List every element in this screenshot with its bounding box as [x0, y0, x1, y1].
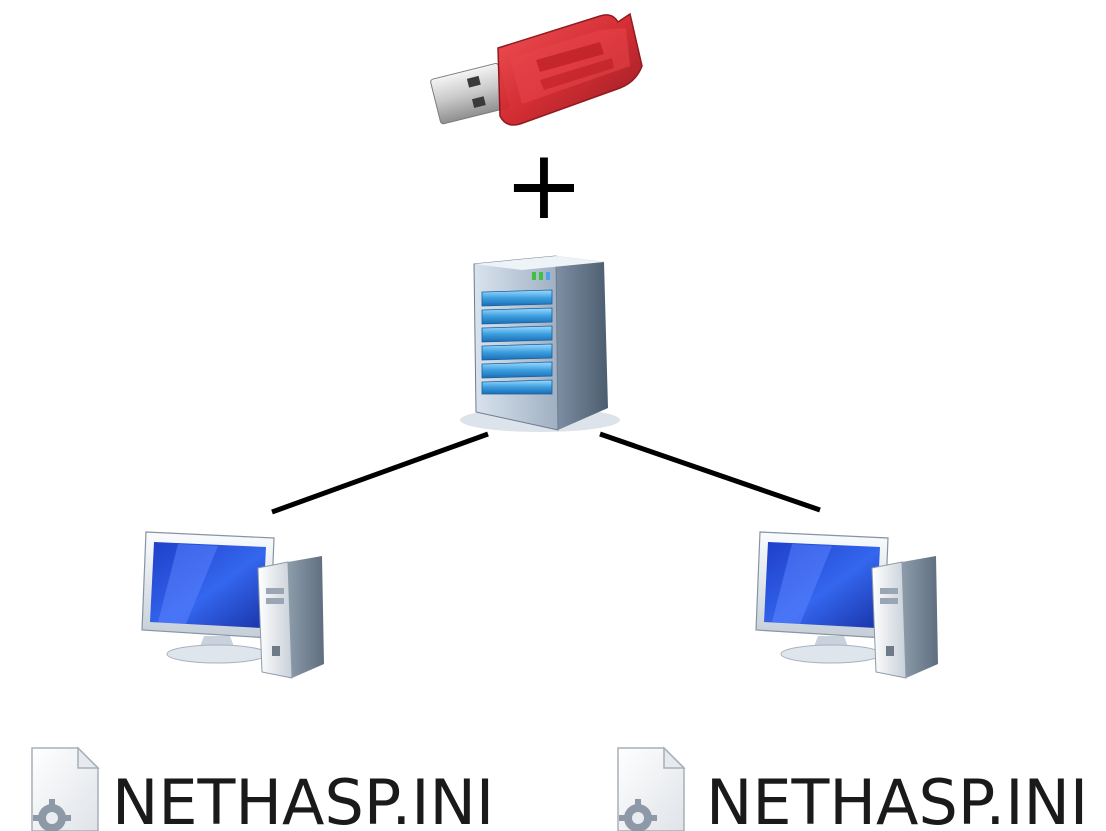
usb-dongle-icon	[430, 12, 643, 126]
connection-line-left	[271, 431, 489, 515]
config-file-icon	[617, 746, 686, 831]
config-file-icon	[31, 746, 100, 831]
server-tower-icon	[460, 255, 620, 432]
plus-operator: +	[504, 129, 584, 241]
file-label-right: NETHASP.INI	[706, 766, 1088, 831]
file-label-left: NETHASP.INI	[112, 766, 494, 831]
connection-line-right	[599, 431, 821, 513]
workstation-icon	[141, 531, 324, 679]
workstation-icon	[755, 531, 938, 679]
